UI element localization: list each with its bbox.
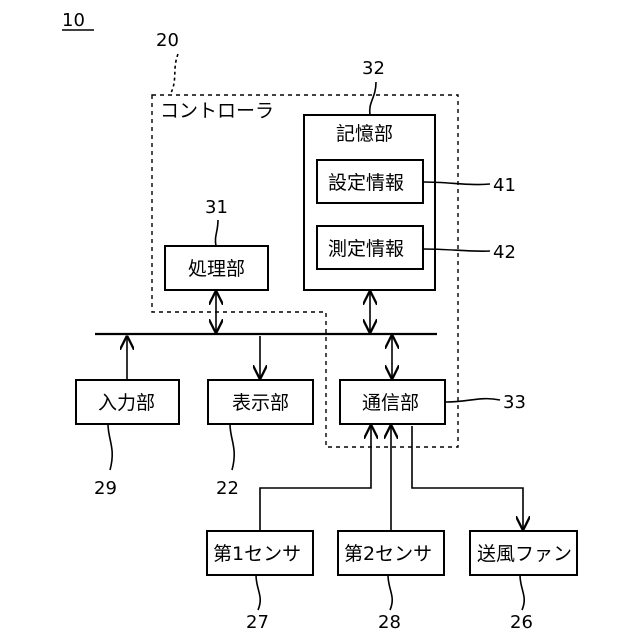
communication-label: 通信部 [362, 392, 419, 414]
measurement-info-ref: 42 [493, 242, 516, 263]
settings-info-ref: 41 [493, 175, 516, 196]
storage-ref: 32 [362, 58, 385, 79]
sensor1-ref: 27 [246, 612, 269, 633]
sensor2-ref: 28 [378, 612, 401, 633]
processor-leader [215, 220, 218, 246]
measurement-info-label: 測定情報 [328, 238, 404, 260]
input-label: 入力部 [98, 392, 155, 414]
controller-ref: 20 [156, 30, 179, 51]
sensor2-label: 第2センサ [344, 543, 432, 565]
display-leader [230, 424, 234, 470]
display-ref: 22 [216, 478, 239, 499]
fan-leader [520, 575, 524, 610]
processor-label: 処理部 [188, 258, 245, 280]
fan-label: 送風ファン [477, 543, 572, 565]
controller-label: コントローラ [160, 100, 274, 122]
sensor2-leader [388, 575, 392, 610]
processor-ref: 31 [205, 197, 228, 218]
storage-leader [370, 82, 376, 115]
display-label: 表示部 [232, 392, 289, 414]
fan-ref: 26 [510, 612, 533, 633]
input-ref: 29 [94, 478, 117, 499]
storage-label: 記憶部 [336, 123, 393, 145]
sensor1-communication-arrow [260, 426, 371, 531]
sensor1-leader [256, 575, 260, 610]
figure-number: 10 [62, 10, 85, 31]
communication-ref: 33 [503, 392, 526, 413]
controller-leader [170, 54, 178, 95]
communication-fan-arrow [412, 426, 523, 529]
settings-info-label: 設定情報 [328, 172, 404, 194]
sensor1-label: 第1センサ [213, 543, 301, 565]
communication-leader [445, 399, 500, 402]
input-leader [108, 424, 112, 470]
